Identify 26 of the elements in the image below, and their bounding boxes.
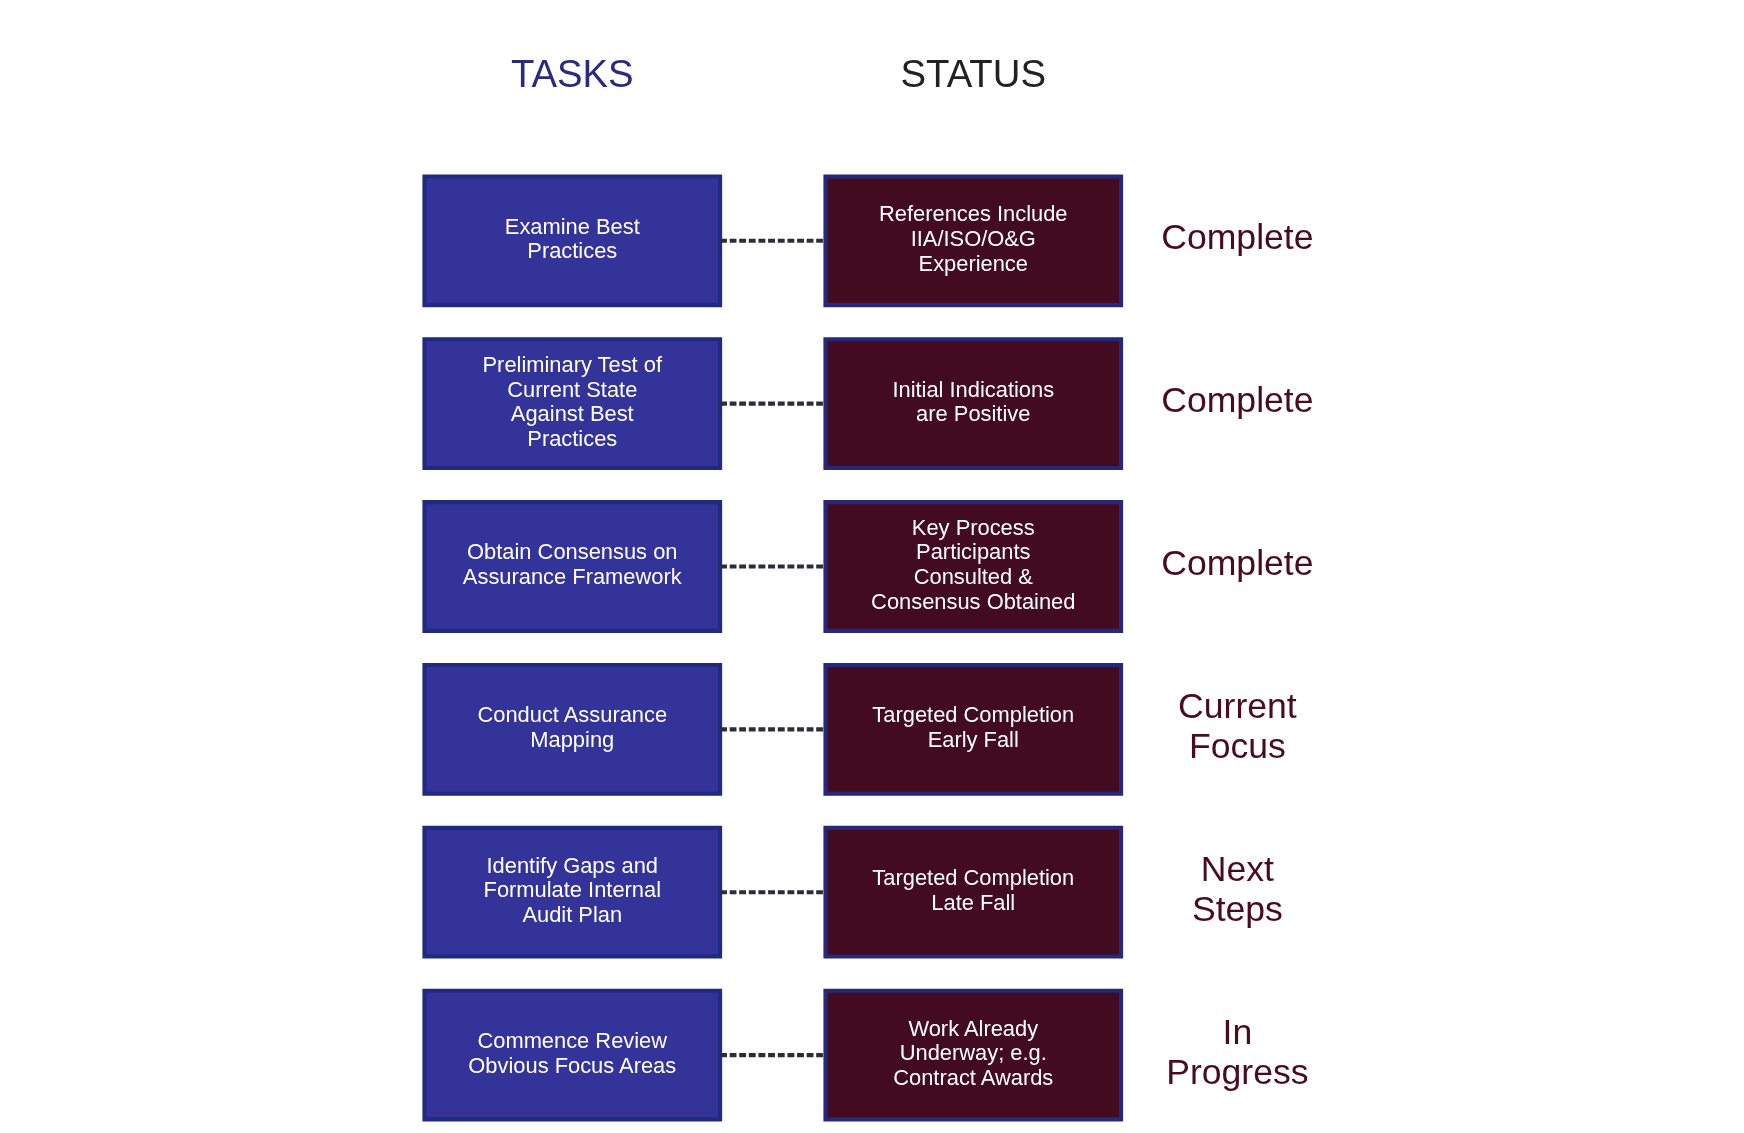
node-label: Complete xyxy=(1161,217,1314,258)
node-label: Complete xyxy=(1161,543,1314,584)
node-box: Targeted Completion Late Fall xyxy=(823,825,1124,959)
node-box: Identify Gaps and Formulate Internal Audit Plan xyxy=(422,825,723,959)
label: STATUS xyxy=(900,52,1046,96)
connector xyxy=(720,1053,825,1058)
node-label: Current Focus xyxy=(1178,686,1297,766)
node-box: Obtain Consensus on Assurance Framework xyxy=(422,500,723,633)
node-label: Complete xyxy=(1161,380,1314,421)
node-box: Examine Best Practices xyxy=(422,174,723,308)
connector xyxy=(720,890,825,895)
label: TASKS xyxy=(510,52,634,96)
node-box: Commence Review Obvious Focus Areas xyxy=(422,988,723,1122)
connector xyxy=(720,727,825,732)
node-box: Key Process Participants Consulted & Consensus Obtained xyxy=(823,500,1124,633)
node-box: Conduct Assurance Mapping xyxy=(422,663,723,796)
connector xyxy=(720,564,825,569)
connector xyxy=(720,238,825,243)
node-box: Preliminary Test of Current State Against Best Practices xyxy=(422,337,723,470)
node-box: Initial Indications are Positive xyxy=(823,337,1124,470)
node-label: Next Steps xyxy=(1191,849,1283,929)
node-box: Work Already Underway; e.g. Contract Awards xyxy=(823,988,1124,1122)
node-label: In Progress xyxy=(1166,1011,1309,1092)
connector xyxy=(720,401,825,406)
node-box: Targeted Completion Early Fall xyxy=(823,663,1124,796)
node-box: References Include IIA/ISO/O&G Experience xyxy=(823,174,1124,308)
